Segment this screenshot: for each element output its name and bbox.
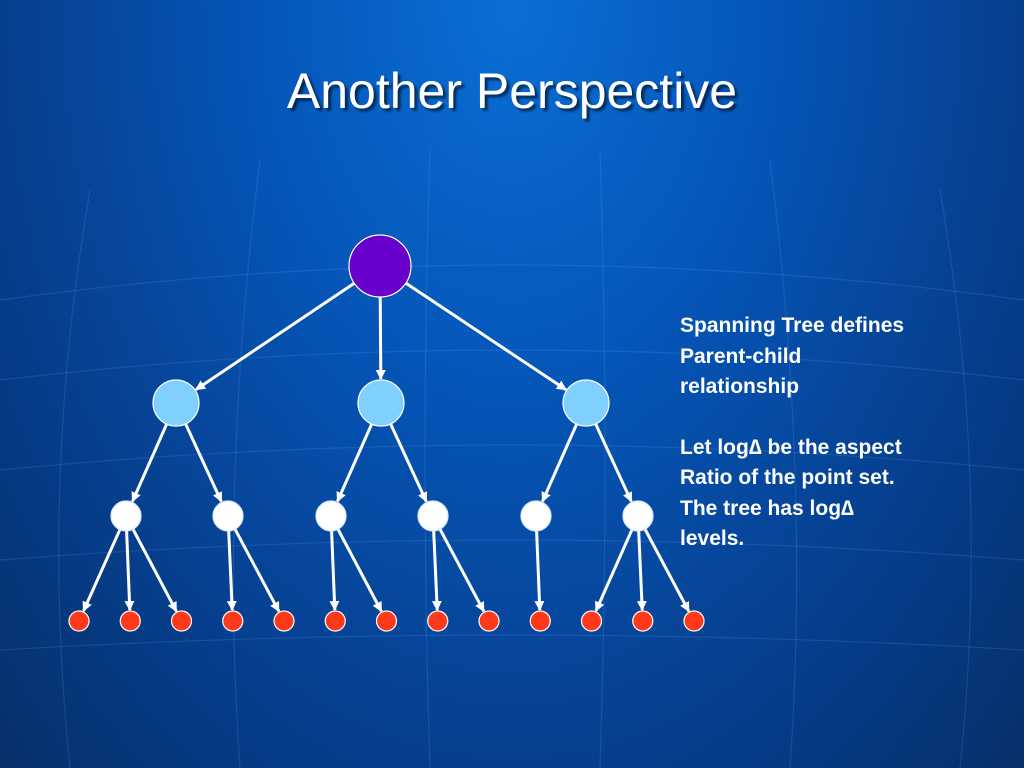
level-2-node xyxy=(212,500,244,532)
tree-edge-arrow xyxy=(124,530,135,612)
tree-edge-arrow xyxy=(195,282,356,391)
tree-edge-arrow xyxy=(431,530,442,612)
leaf-node xyxy=(222,610,244,632)
level-2-node xyxy=(417,500,449,532)
leaf-node xyxy=(324,610,346,632)
leaf-node xyxy=(632,610,654,632)
slide-title: Another Perspective xyxy=(286,63,738,119)
description-line: Parent-child xyxy=(680,344,802,368)
tree-edge-arrow xyxy=(184,423,223,503)
tree-edge-arrow xyxy=(541,423,579,503)
description-line: Spanning Tree defines xyxy=(680,314,905,337)
leaf-node xyxy=(529,610,551,632)
description-paragraph-1: Spanning Tree defines Parent-child relat… xyxy=(680,311,1010,403)
description-line: levels. xyxy=(680,527,745,550)
tree-edge-arrow xyxy=(131,423,169,503)
tree-edge-arrow xyxy=(534,530,545,612)
leaf-node xyxy=(683,610,705,632)
description-line: relationship xyxy=(680,375,800,398)
tree-edge-arrow xyxy=(82,529,122,612)
description-text: Spanning Tree defines Parent-child relat… xyxy=(680,311,1010,555)
level-2-node xyxy=(520,500,552,532)
description-line: Let log∆ be the aspect xyxy=(680,435,902,459)
tree-edge-arrow xyxy=(438,528,486,613)
leaf-node xyxy=(580,610,603,632)
leaf-node xyxy=(273,610,295,632)
tree-edge-arrow xyxy=(389,423,428,503)
level-2-node xyxy=(315,500,347,532)
tree-edge-arrow xyxy=(336,528,383,613)
description-paragraph-2: Let log∆ be the aspect Ratio of the poin… xyxy=(680,433,1010,555)
leaf-node xyxy=(478,610,500,632)
level-2-node xyxy=(622,500,654,532)
tree-edge-arrow xyxy=(131,528,178,613)
tree-edge-arrow xyxy=(336,423,374,503)
root-node xyxy=(348,234,412,298)
tree-edge-arrow xyxy=(226,530,237,612)
leaf-node xyxy=(427,610,449,632)
tree-edge-arrow xyxy=(594,529,634,612)
level-2-node xyxy=(110,500,142,532)
tree-edge-arrow xyxy=(643,528,691,613)
leaf-node xyxy=(170,610,193,632)
level-1-node xyxy=(562,379,610,427)
tree-edge-arrow xyxy=(594,423,633,503)
tree-edge-arrow xyxy=(329,530,340,612)
tree-edge-arrow xyxy=(233,528,281,613)
level-1-node xyxy=(357,379,405,427)
description-line: The tree has log∆ xyxy=(680,496,854,520)
leaf-node xyxy=(375,610,398,632)
tree-edge-arrow xyxy=(404,281,567,391)
level-1-node xyxy=(152,379,200,427)
tree-edge-arrow xyxy=(636,530,647,612)
leaf-node xyxy=(119,610,141,632)
leaf-node xyxy=(68,610,90,632)
description-line: Ratio of the point set. xyxy=(680,466,895,489)
tree-edge-arrow xyxy=(375,296,386,381)
